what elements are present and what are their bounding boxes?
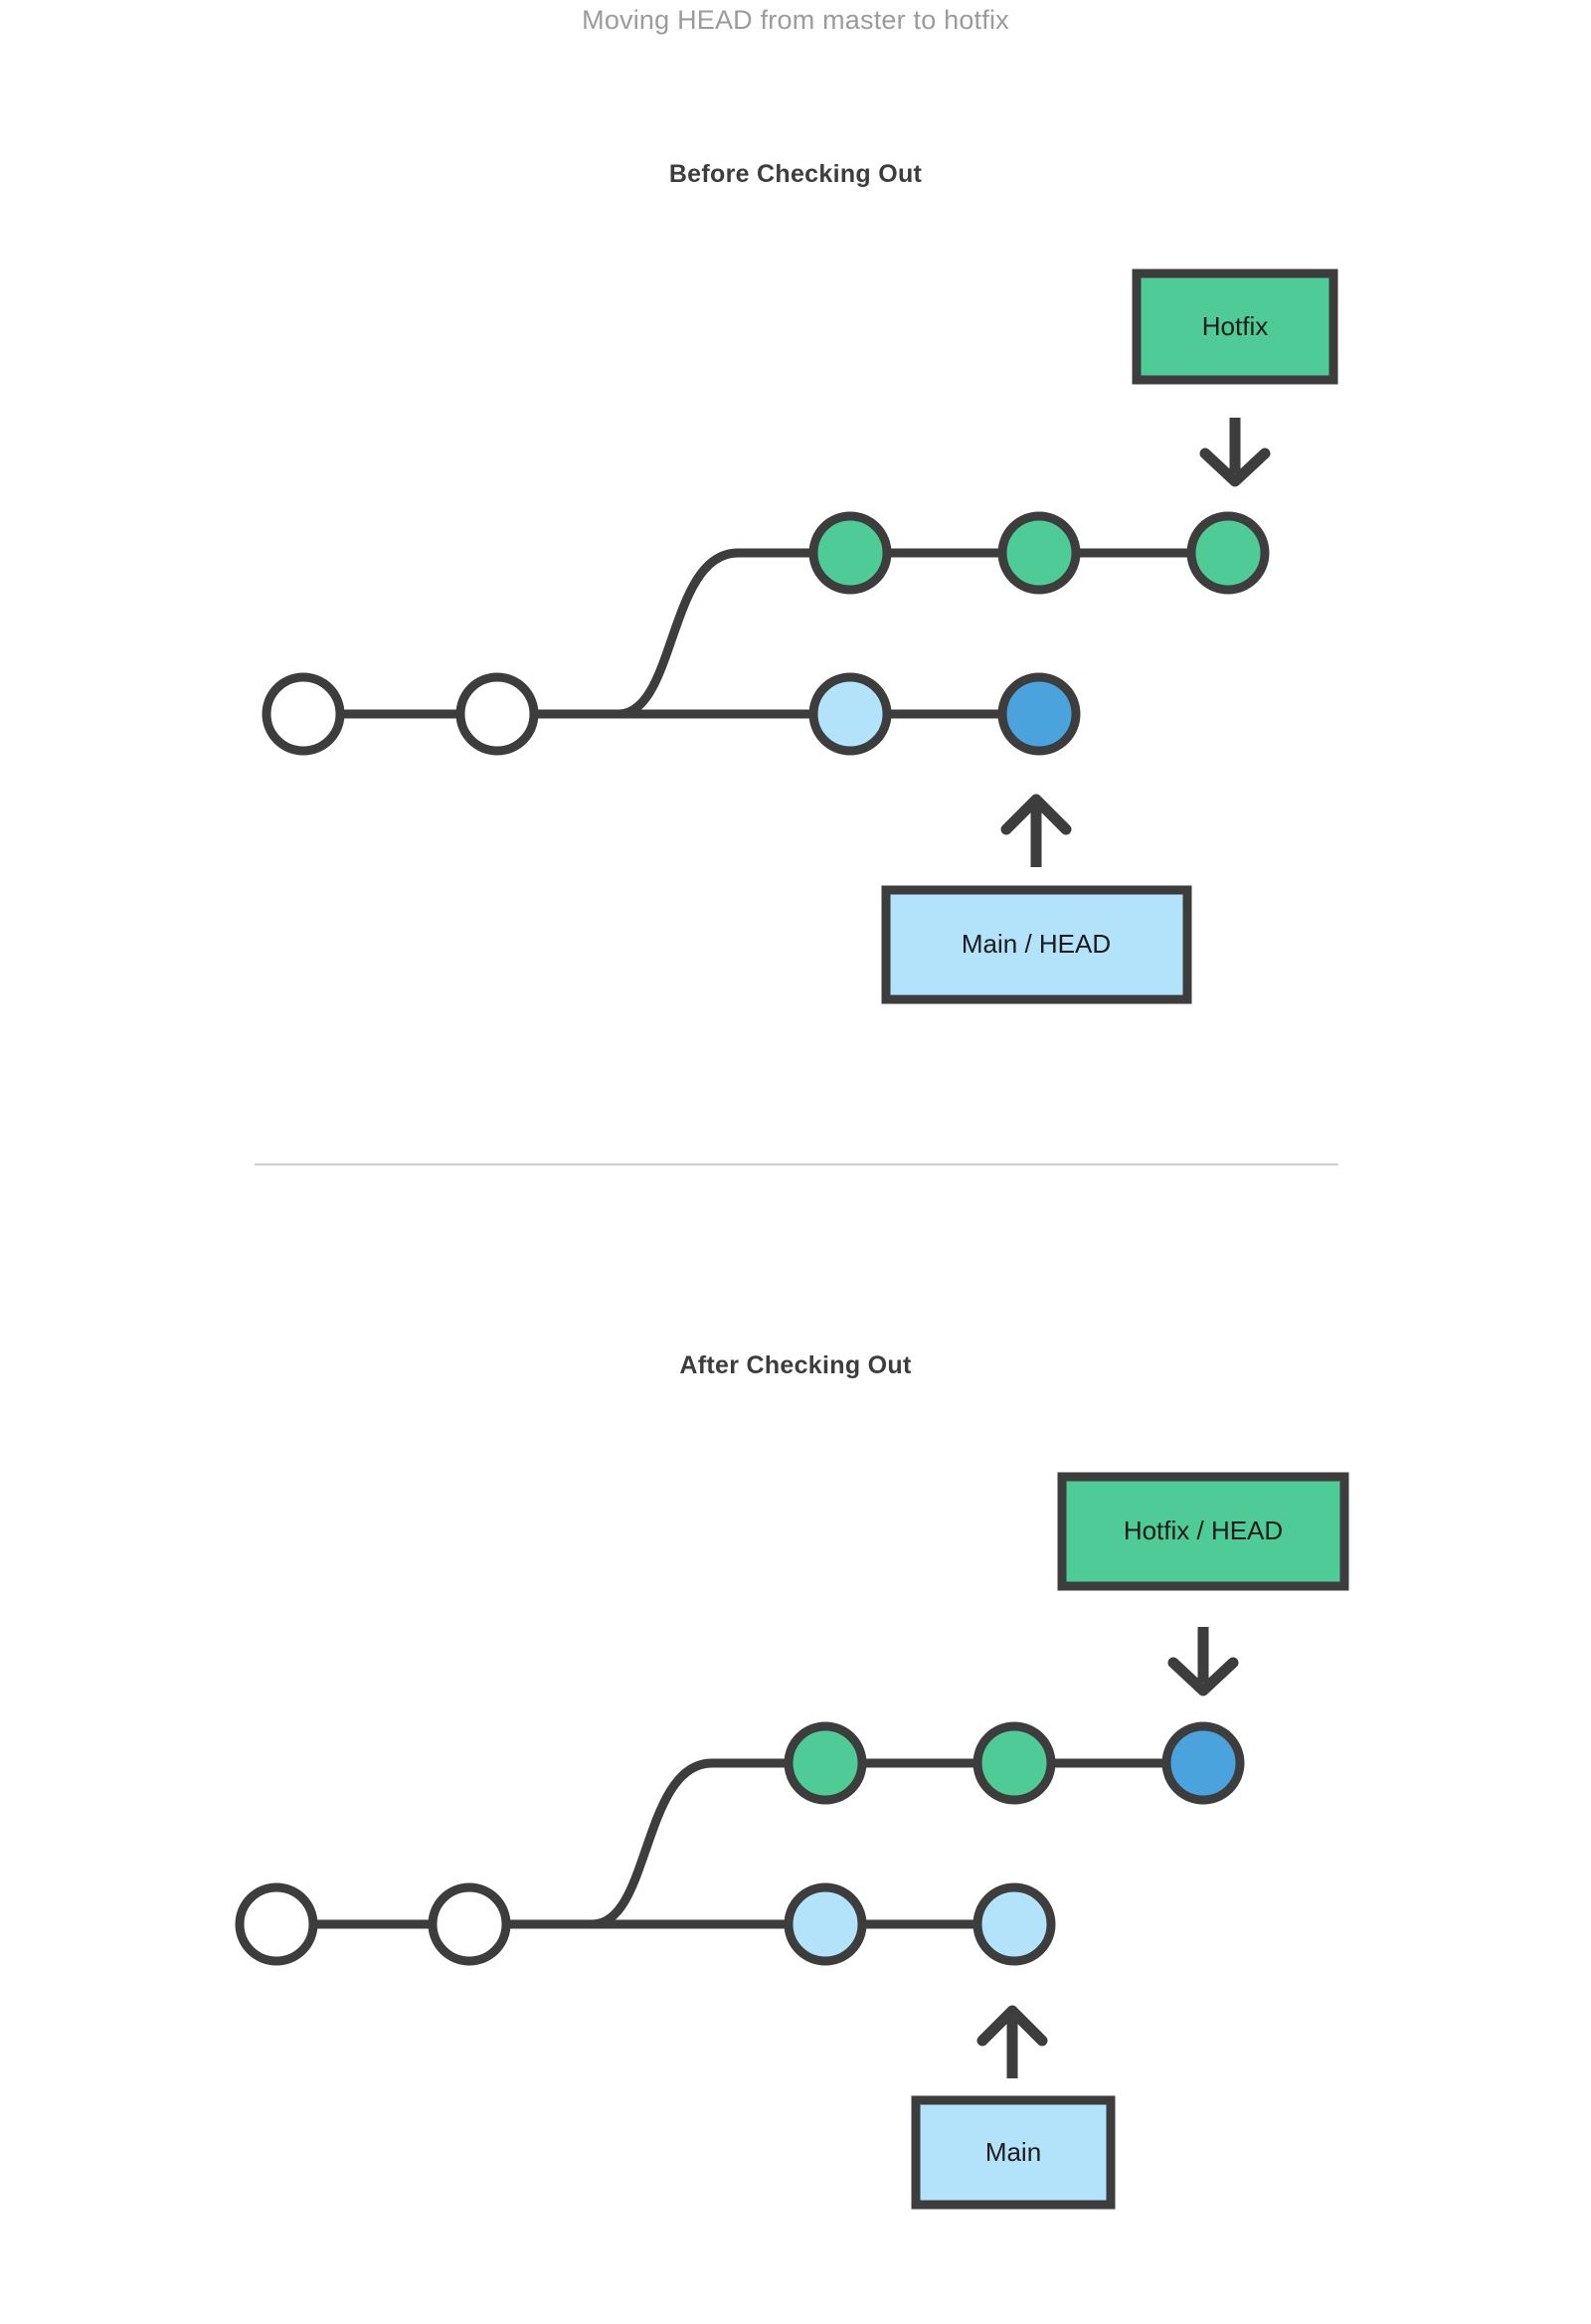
commit-node-root-1[interactable] [262, 672, 345, 756]
branch-box-hotfix-rect[interactable] [1132, 268, 1338, 385]
diagram-after-checking-out: Hotfix / HEAD Main [0, 1432, 1591, 2228]
commit-node-root-1[interactable] [235, 1882, 318, 1966]
branch-box-main-rect[interactable] [911, 2095, 1116, 2210]
commit-node-root-2[interactable] [455, 672, 539, 756]
branch-box-main-head-label: Main / HEAD [962, 929, 1111, 959]
arrow-up-icon [976, 2005, 1048, 2078]
commit-node-main-2[interactable] [972, 1882, 1056, 1966]
commit-node-main-1[interactable] [784, 1882, 867, 1966]
section-heading-before: Before Checking Out [668, 160, 923, 188]
commit-node-hotfix-1[interactable] [808, 511, 892, 595]
section-heading-after: After Checking Out [679, 1351, 912, 1379]
commit-node-main-head[interactable] [997, 672, 1081, 756]
section-divider [255, 1163, 1338, 1165]
arrow-down-icon [1199, 418, 1271, 487]
commit-node-hotfix-2[interactable] [972, 1721, 1056, 1805]
branch-box-hotfix[interactable]: Hotfix [1132, 268, 1338, 385]
branch-box-main-head[interactable]: Main / HEAD [881, 885, 1192, 1004]
commit-node-hotfix-3[interactable] [1186, 511, 1270, 595]
page-title: Moving HEAD from master to hotfix [582, 5, 1009, 35]
arrow-down-icon [1167, 1627, 1239, 1697]
arrow-up-head [1000, 794, 1072, 835]
commit-node-hotfix-head[interactable] [1161, 1721, 1245, 1805]
arrow-down-head [1199, 447, 1271, 487]
branch-box-main-head-rect[interactable] [881, 885, 1192, 1004]
edge-fork-curve [614, 548, 855, 719]
commit-node-main-1[interactable] [808, 672, 892, 756]
arrow-down-head [1167, 1657, 1239, 1697]
commit-node-root-2[interactable] [428, 1882, 511, 1966]
arrow-up-icon [1000, 794, 1072, 867]
branch-box-main-label: Main [985, 2137, 1041, 2167]
branch-box-hotfix-head-rect[interactable] [1057, 1472, 1349, 1591]
branch-box-hotfix-label: Hotfix [1202, 311, 1268, 341]
commit-node-hotfix-2[interactable] [997, 511, 1081, 595]
edge-fork-curve [588, 1758, 830, 1929]
arrow-up-head [976, 2005, 1048, 2047]
branch-box-hotfix-head[interactable]: Hotfix / HEAD [1057, 1472, 1349, 1591]
diagram-before-checking-out: Hotfix Main / HEAD [0, 229, 1591, 1004]
branch-box-main[interactable]: Main [911, 2095, 1116, 2210]
commit-node-hotfix-1[interactable] [784, 1721, 867, 1805]
branch-box-hotfix-head-label: Hotfix / HEAD [1124, 1516, 1283, 1545]
